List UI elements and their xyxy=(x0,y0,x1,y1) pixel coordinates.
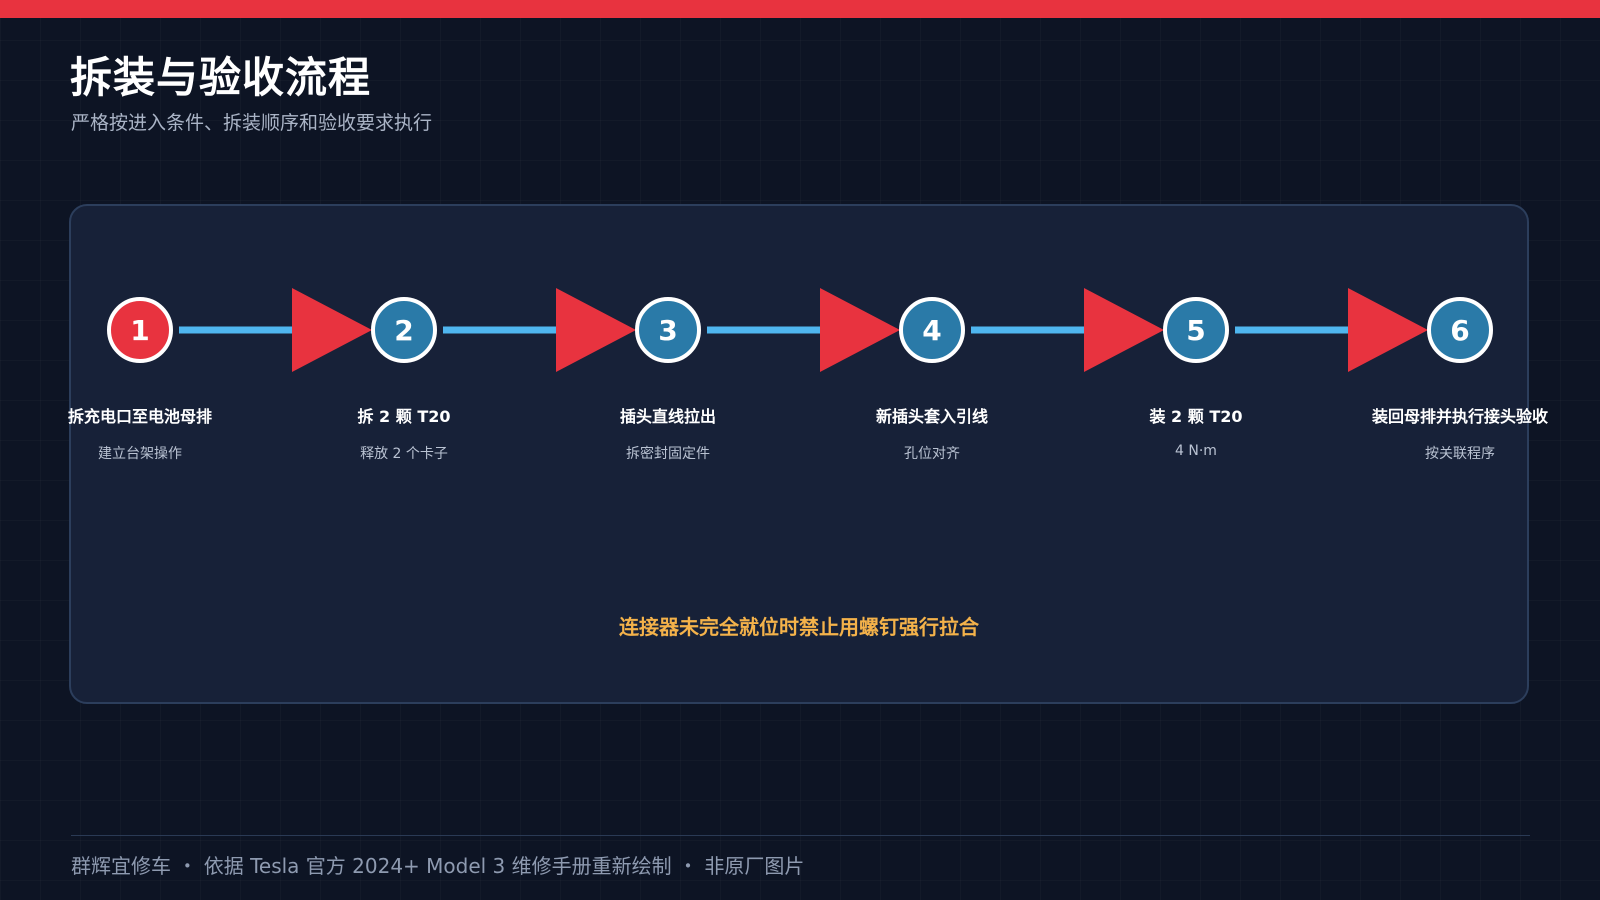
page-subtitle: 严格按进入条件、拆装顺序和验收要求执行 xyxy=(71,112,433,134)
step-title-3: 插头直线拉出 xyxy=(619,407,716,426)
footer-credit: 群辉宜修车 ・ 依据 Tesla 官方 2024+ Model 3 维修手册重新… xyxy=(71,854,805,878)
step-title-5: 装 2 颗 T20 xyxy=(1149,407,1243,426)
top-accent-bar xyxy=(0,0,1600,18)
footer-divider xyxy=(71,835,1530,836)
step-desc-3: 拆密封固定件 xyxy=(626,446,710,462)
step-desc-6: 按关联程序 xyxy=(1425,446,1495,462)
step-desc-4: 孔位对齐 xyxy=(904,446,960,462)
step-desc-5: 4 N·m xyxy=(1175,443,1217,459)
step-title-4: 新插头套入引线 xyxy=(875,407,988,426)
step-title-2: 拆 2 颗 T20 xyxy=(357,407,451,426)
page-title: 拆装与验收流程 xyxy=(70,53,372,102)
warning-note: 连接器未完全就位时禁止用螺钉强行拉合 xyxy=(619,615,979,639)
step-title-6: 装回母排并执行接头验收 xyxy=(1371,407,1548,426)
step-desc-1: 建立台架操作 xyxy=(98,446,182,462)
process-panel xyxy=(69,204,1529,704)
step-desc-2: 释放 2 个卡子 xyxy=(360,446,448,462)
step-title-1: 拆充电口至电池母排 xyxy=(67,407,212,426)
